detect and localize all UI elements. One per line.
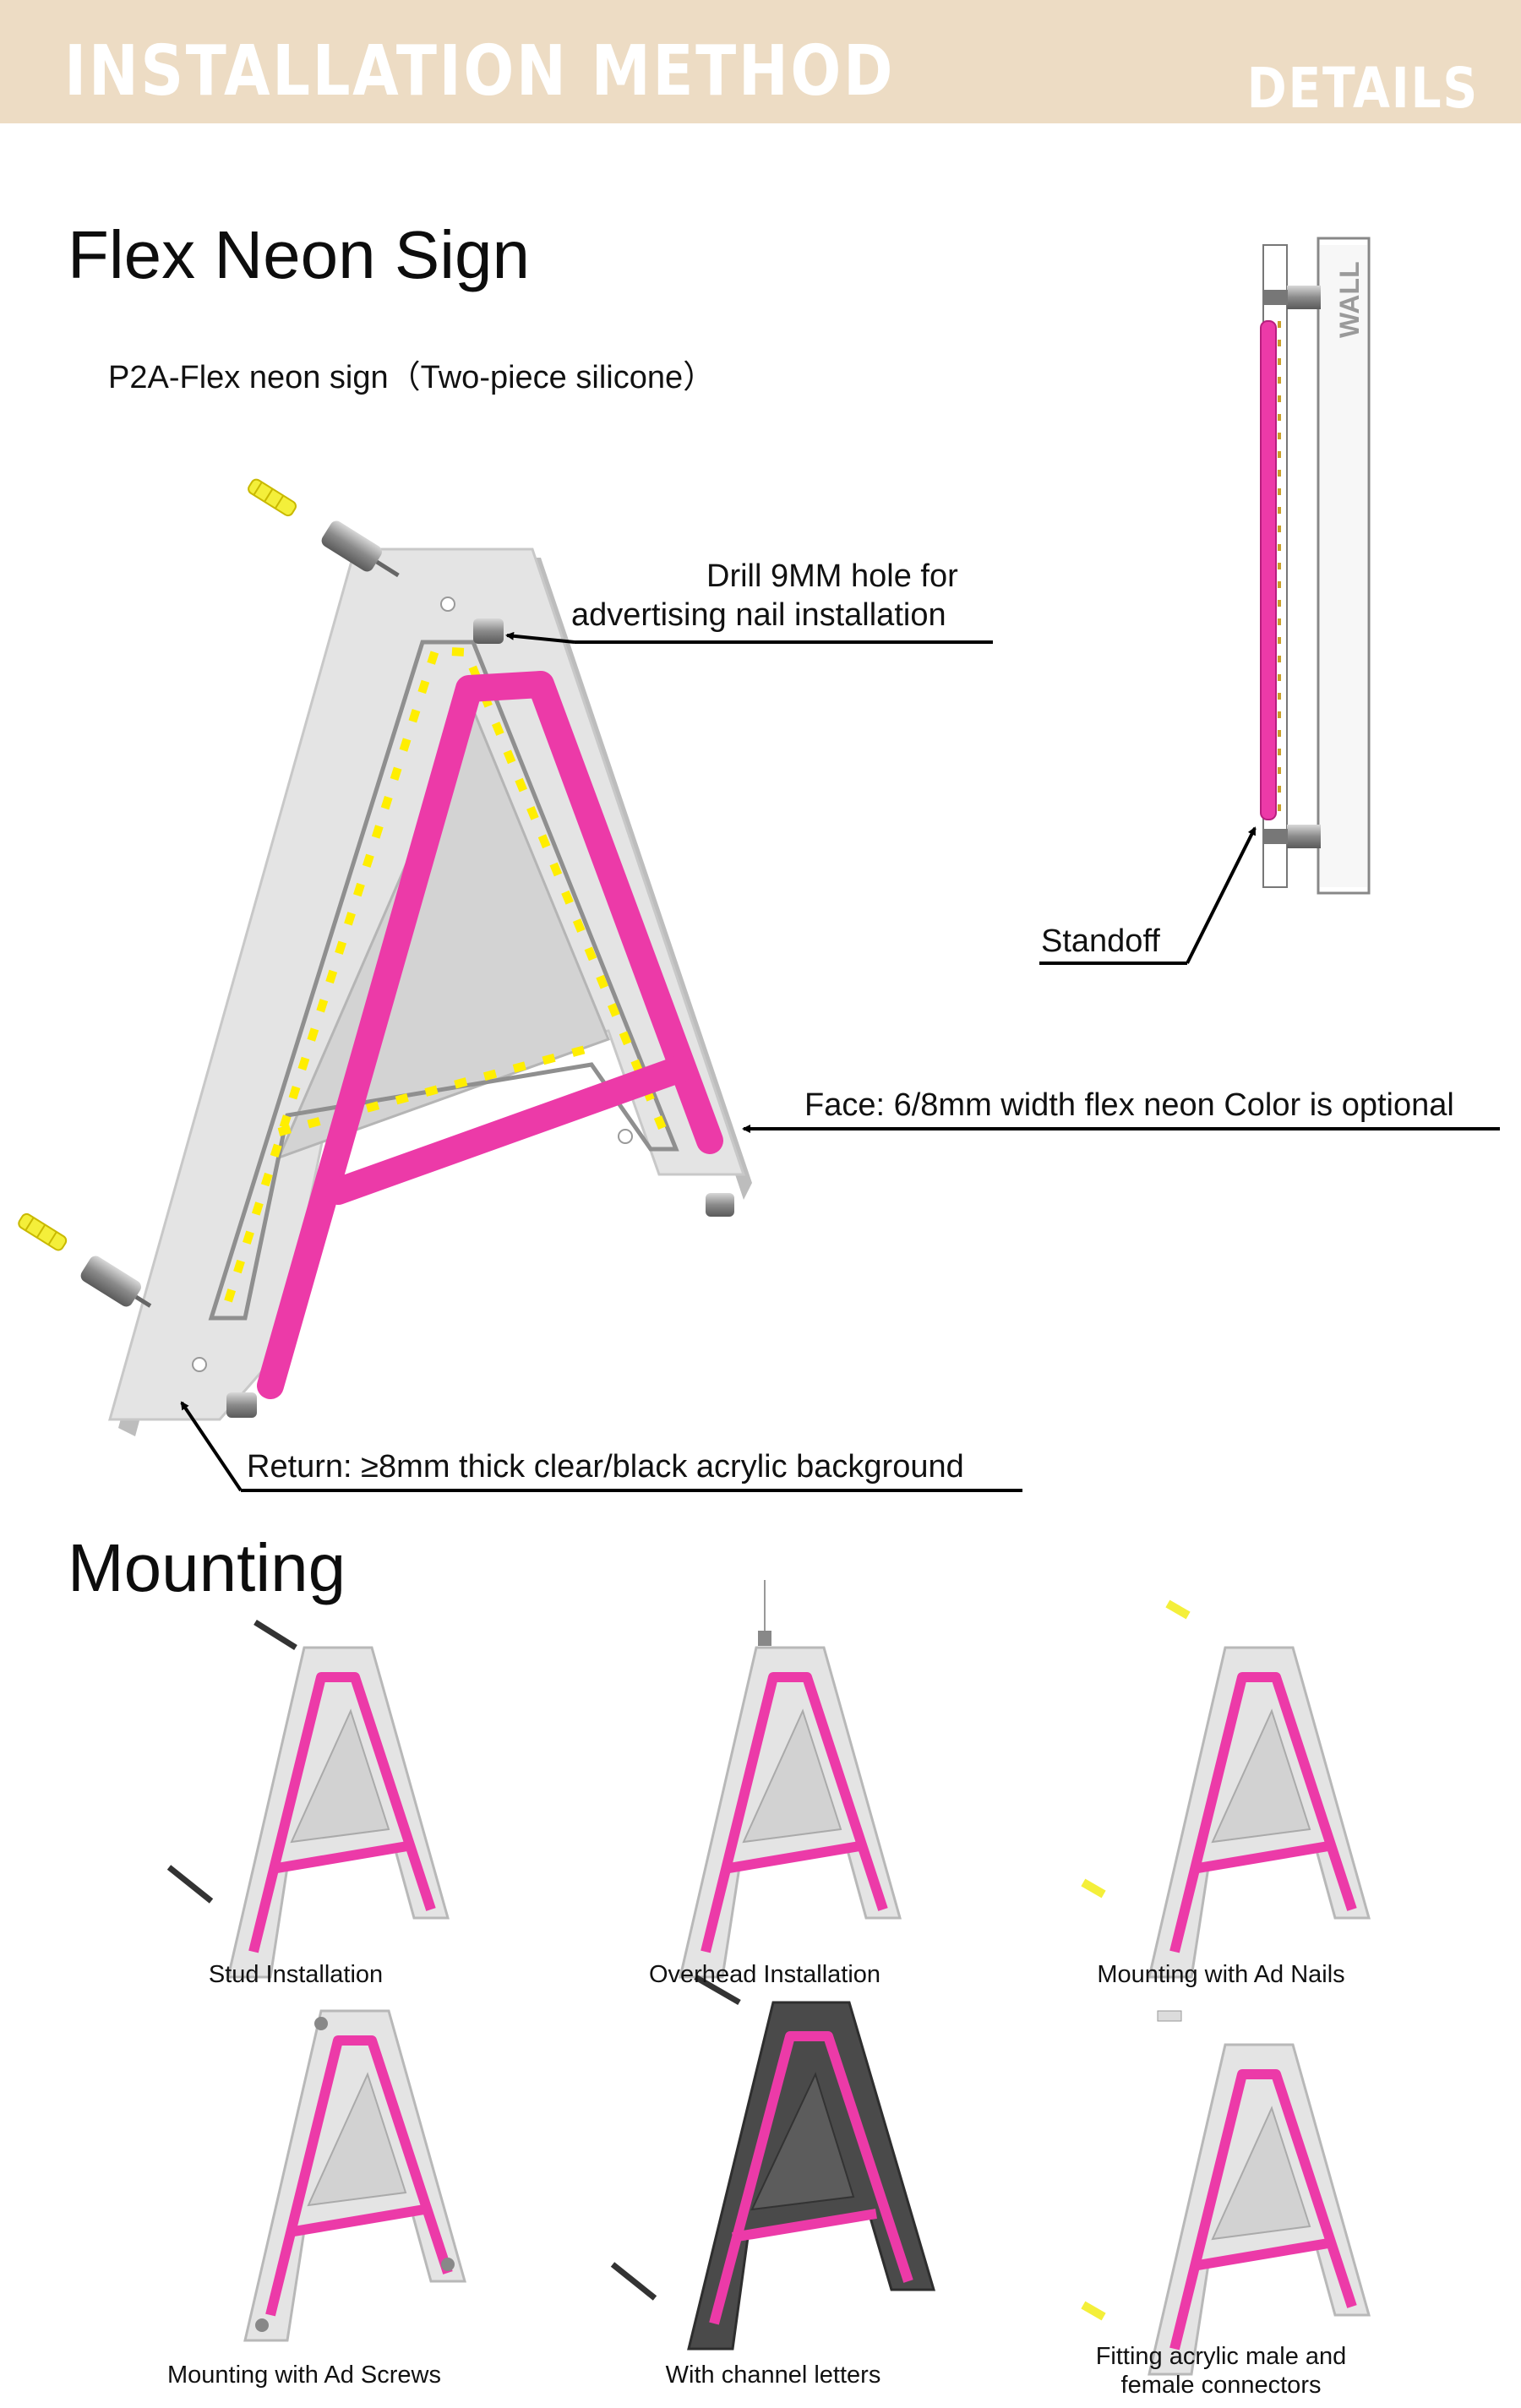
caption-mounting-ad-nails: Mounting with Ad Nails [984,1960,1458,1989]
thumb-mounting-ad-screws [245,2011,465,2340]
thumb-overhead-installation [680,1580,900,1977]
caption-acrylic-connectors: Fitting acrylic male and female connecto… [984,2342,1458,2400]
thumb-acrylic-connectors [1081,2011,1369,2374]
caption-channel-letters: With channel letters [537,2361,1010,2389]
thumb-mounting-ad-nails [1081,1600,1369,1977]
thumb-channel-letters [613,1977,934,2349]
caption-stud-installation: Stud Installation [59,1960,532,1989]
thumb-stud-installation [169,1622,448,1977]
caption-acrylic-connectors-line1: Fitting acrylic male and [1096,2343,1347,2370]
caption-overhead-installation: Overhead Installation [528,1960,1001,1989]
caption-mounting-ad-screws: Mounting with Ad Screws [68,2361,541,2389]
caption-acrylic-connectors-line2: female connectors [1121,2372,1322,2399]
